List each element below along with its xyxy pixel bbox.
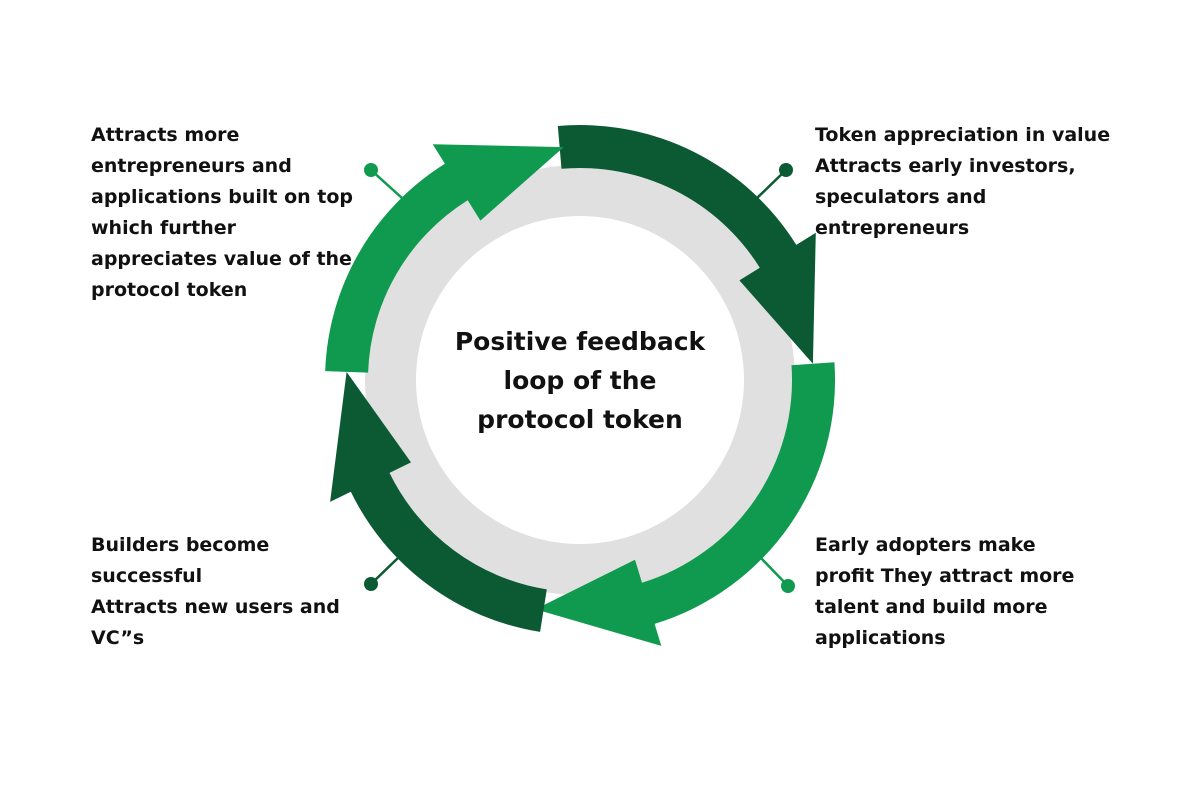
stage-label-line: appreciates value of the — [91, 248, 352, 270]
stage-label-line: VC”s — [91, 627, 145, 649]
cycle-arrow-bottom-left — [330, 371, 547, 632]
stage-label-line: speculators and — [815, 186, 987, 208]
connector-top-left — [364, 163, 403, 199]
stage-label-bottom-left: Builders become successful Attracts new … — [91, 530, 340, 654]
stage-label-line: Attracts new users and — [91, 596, 340, 618]
connector-bottom-left — [364, 555, 401, 591]
stage-label-bottom-right: Early adopters make profit They attract … — [815, 530, 1074, 654]
center-title-line: loop of the — [503, 366, 657, 395]
stage-label-line: entrepreneurs — [815, 217, 970, 239]
stage-label-line: Builders become — [91, 534, 270, 556]
stage-label-line: Early adopters make — [815, 534, 1036, 556]
connector-bottom-right — [759, 556, 795, 593]
stage-label-line: applications — [815, 627, 946, 649]
cycle-arrow-top-right — [557, 125, 816, 364]
stage-label-line: protocol token — [91, 279, 248, 301]
stage-label-line: which further — [91, 217, 237, 239]
center-disc — [416, 216, 744, 544]
stage-label-line: talent and build more — [815, 596, 1048, 618]
stage-label-line: Attracts early investors, — [815, 155, 1076, 177]
cycle-arrow-top-left — [325, 144, 564, 373]
center-title-line: protocol token — [477, 405, 683, 434]
connector-top-right — [754, 163, 793, 201]
stage-label-line: Token appreciation in value — [815, 124, 1111, 146]
cycle-arrow-bottom-right — [535, 362, 836, 646]
stage-label-top-right: Token appreciation in value Attracts ear… — [815, 120, 1110, 244]
stage-label-line: applications built on top — [91, 186, 354, 208]
stage-label-line: entrepreneurs and — [91, 155, 292, 177]
stage-label-line: Attracts more — [91, 124, 240, 146]
center-title: Positive feedback loop of the protocol t… — [430, 322, 730, 439]
stage-label-line: profit They attract more — [815, 565, 1075, 587]
stage-label-line: successful — [91, 565, 203, 587]
center-title-line: Positive feedback — [454, 327, 706, 356]
stage-label-top-left: Attracts more entrepreneurs and applicat… — [91, 120, 353, 306]
